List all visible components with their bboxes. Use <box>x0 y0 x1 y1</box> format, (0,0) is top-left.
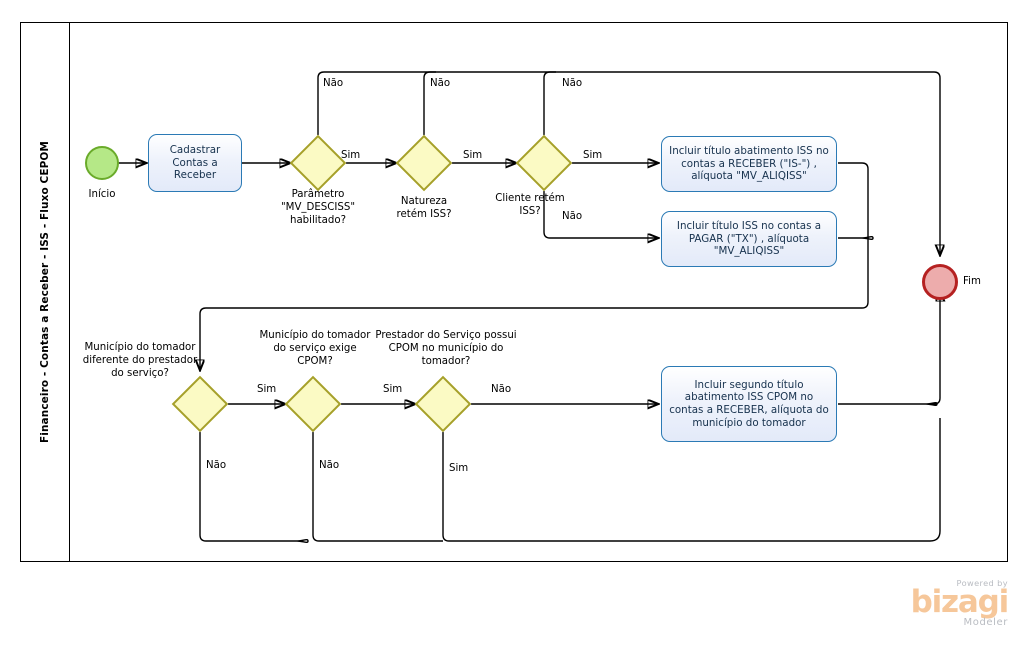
gateway-cliente-retem-iss-label: Cliente retém ISS? <box>495 193 565 217</box>
flow-label-g2-sim: Sim <box>463 150 483 161</box>
flow-label-g6-nao: Não <box>491 384 512 395</box>
flow-label-g5-sim: Sim <box>383 384 403 395</box>
gateway-municipio-tomador-diferente[interactable] <box>171 375 229 433</box>
gateway-prestador-possui-cpom[interactable] <box>414 375 472 433</box>
start-event[interactable] <box>85 146 119 180</box>
flow-label-g6-sim: Sim <box>449 463 469 474</box>
flow-label-g1-nao: Não <box>323 78 344 89</box>
task-incluir-titulo-iss-pagar[interactable]: Incluir título ISS no contas a PAGAR ("T… <box>661 211 837 267</box>
flow-label-g3-nao-top: Não <box>562 78 583 89</box>
bizagi-product-label: Modeler <box>963 617 1008 629</box>
flow-label-g2-nao: Não <box>430 78 451 89</box>
flow-label-g5-nao: Não <box>319 460 340 471</box>
task-incluir-segundo-titulo-abatimento-iss-cpom[interactable]: Incluir segundo título abatimento ISS CP… <box>661 366 837 442</box>
pool-title: Financeiro - Contas a Receber - ISS - Fl… <box>38 141 51 443</box>
flow-label-g1-sim: Sim <box>341 150 361 161</box>
gateway-natureza-retem-iss[interactable] <box>395 134 453 192</box>
end-event[interactable] <box>922 264 958 300</box>
flow-label-g4-sim: Sim <box>257 384 277 395</box>
process-pool <box>20 22 1008 562</box>
start-event-label: Início <box>88 189 116 200</box>
flow-label-g3-nao-bottom: Não <box>562 211 583 222</box>
bizagi-wordmark: bizagi <box>910 584 1010 620</box>
end-event-label: Fim <box>963 276 981 287</box>
flow-label-g4-nao: Não <box>206 460 227 471</box>
gateway-natureza-retem-iss-label: Natureza retém ISS? <box>396 196 452 220</box>
gateway-municipio-tomador-diferente-label: Município do tomador diferente do presta… <box>82 342 198 379</box>
gateway-cliente-retem-iss[interactable] <box>515 134 573 192</box>
powered-by-label: Powered by <box>956 578 1008 588</box>
gateway-prestador-possui-cpom-label: Prestador do Serviço possui CPOM no muni… <box>375 330 517 367</box>
gateway-municipio-exige-cpom-label: Município do tomador do serviço exige CP… <box>259 330 371 367</box>
bizagi-logo: Powered by bizagi Modeler <box>880 578 1010 629</box>
gateway-municipio-exige-cpom[interactable] <box>284 375 342 433</box>
gateway-parametro-mv-desciss-label: Parâmetro "MV_DESCISS" habilitado? <box>280 189 356 226</box>
task-incluir-titulo-abatimento-iss[interactable]: Incluir título abatimento ISS no contas … <box>661 136 837 192</box>
lane-header: Financeiro - Contas a Receber - ISS - Fl… <box>20 22 70 562</box>
flow-label-g3-sim: Sim <box>583 150 603 161</box>
gateway-parametro-mv-desciss[interactable] <box>289 134 347 192</box>
task-cadastrar-contas-a-receber[interactable]: Cadastrar Contas a Receber <box>148 134 242 192</box>
